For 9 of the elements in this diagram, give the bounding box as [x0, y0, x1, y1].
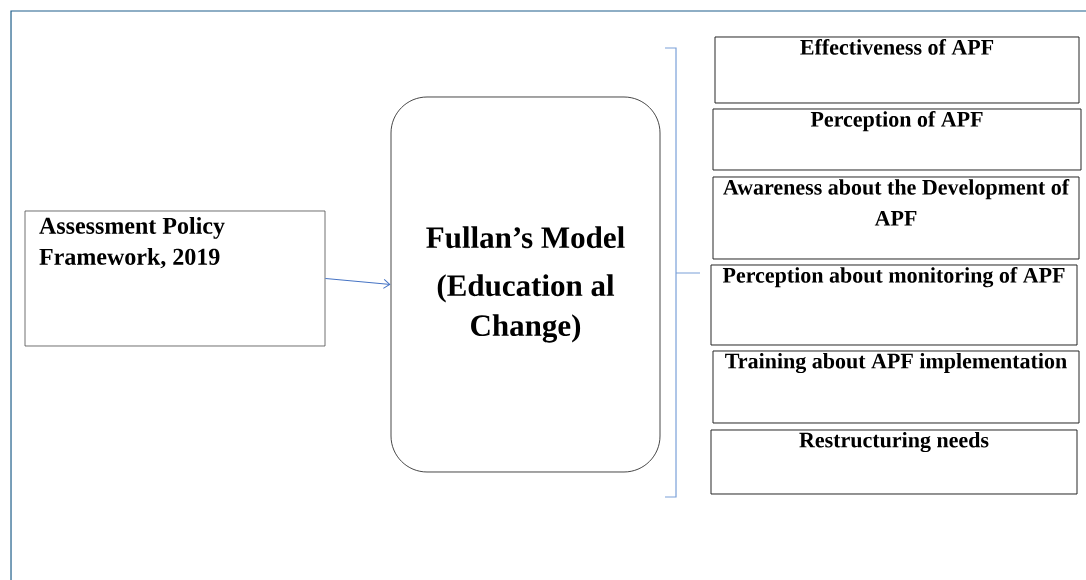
factor-box: Perception of APF [712, 108, 1082, 171]
factor-box: Restructuring needs [710, 429, 1078, 495]
factor-box: Effectiveness of APF [714, 36, 1080, 104]
factor-box: Awareness about the Development of APF [712, 176, 1080, 260]
process-box: Assessment Policy Framework, 2019 [24, 210, 326, 347]
arrow [324, 278, 391, 289]
factor-box: Perception about monitoring of APF [710, 264, 1078, 346]
factor-box: Training about APF implementation [712, 350, 1080, 424]
model-box: Fullan’s Model (Education al Change) [390, 96, 661, 473]
